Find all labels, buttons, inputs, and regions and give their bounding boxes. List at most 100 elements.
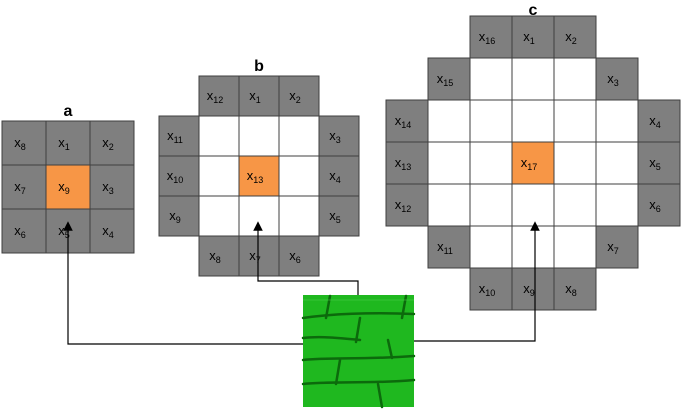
inner-cell [278,155,320,197]
grid-cell [1,164,47,210]
grid-cell-label: x9 [523,281,535,298]
grid-cell-label: x8 [209,248,221,265]
cell-var: x [523,281,530,296]
grid-cell [385,99,429,143]
grid-cell [637,183,681,227]
grid-cell [637,99,681,143]
cell-sub: 3 [336,135,341,145]
cell-wall-line [354,316,362,344]
grid-cell-label: x3 [102,179,114,196]
grid-cell [238,75,280,117]
grid-cell-label: x2 [289,88,301,105]
center-cell [45,164,91,210]
inner-cell [469,225,513,269]
cell-var: x [395,197,402,212]
cell-var: x [247,168,254,183]
grid-cell-label: x16 [479,29,496,46]
cell-var: x [521,155,528,170]
grid-cell-label: x10 [479,281,496,298]
cell-var: x [249,88,256,103]
cell-var: x [649,113,656,128]
cell-sub: 10 [485,288,495,298]
grid-cell-label: x4 [649,113,661,130]
grid-cell-label: x15 [437,71,454,88]
cell-wall-line [376,382,384,409]
panel-label: b [254,58,264,75]
inner-cell [553,141,597,185]
cell-sub: 6 [656,204,661,214]
grid-cell-label: x9 [169,208,181,225]
grid-cell-label: x12 [395,197,412,214]
grid-cell [553,15,597,59]
grid-cell [385,183,429,227]
inner-cell [469,99,513,143]
cell-sub: 14 [401,120,411,130]
cell-sub: 8 [572,288,577,298]
inner-cell [427,183,471,227]
inner-cell [553,57,597,101]
cell-var: x [14,135,21,150]
grid-cell [427,225,471,269]
grid-cell-label: x5 [58,223,70,240]
cell-sub: 5 [336,215,341,225]
inner-cell [278,195,320,237]
inner-cell [198,115,240,157]
cell-wall-line [386,338,394,360]
inner-cell [595,183,639,227]
cell-var: x [58,179,65,194]
cell-sub: 6 [296,255,301,265]
cell-sub: 9 [176,215,181,225]
cell-var: x [207,88,214,103]
texture-image [301,294,416,409]
grid-cell [553,267,597,311]
cell-sub: 3 [109,186,114,196]
grid-cell-label: x7 [14,179,26,196]
cell-var: x [289,88,296,103]
cell-sub: 1 [530,36,535,46]
cell-var: x [209,248,216,263]
cell-sub: 1 [256,95,261,105]
grid-cell [469,15,513,59]
inner-cell [278,115,320,157]
inner-cell [427,141,471,185]
grid-cell [158,115,200,157]
cell-sub: 4 [109,230,114,240]
grid-cell-label: x14 [395,113,412,130]
inner-cell [511,225,555,269]
grid-cell-label: x1 [249,88,261,105]
grid-cell [595,57,639,101]
cell-var: x [167,168,174,183]
grid-cell-label: x12 [207,88,224,105]
cell-var: x [437,71,444,86]
center-cell [238,155,280,197]
grid-cell [385,141,429,185]
grid-cell [318,115,360,157]
inner-cell [595,99,639,143]
grid-cell-label: x5 [649,155,661,172]
cell-var: x [395,113,402,128]
grid-cell-label: x3 [329,128,341,145]
cell-var: x [607,71,614,86]
cell-var: x [102,179,109,194]
cell-var: x [649,197,656,212]
cell-var: x [58,135,65,150]
grid-cell-label: x3 [607,71,619,88]
grid-cell-label: x10 [167,168,184,185]
center-cell-label: x13 [247,168,264,185]
inner-cell [553,99,597,143]
grid-cell [158,195,200,237]
grid-cell [318,195,360,237]
inner-cell [553,225,597,269]
cell-var: x [565,29,572,44]
grid-cell-label: x8 [14,135,26,152]
cell-sub: 7 [21,186,26,196]
cell-sub: 12 [213,95,223,105]
cell-var: x [14,223,21,238]
cell-var: x [565,281,572,296]
cell-var: x [437,239,444,254]
grid-cell-label: x2 [102,135,114,152]
cell-var: x [58,223,65,238]
cell-var: x [329,168,336,183]
